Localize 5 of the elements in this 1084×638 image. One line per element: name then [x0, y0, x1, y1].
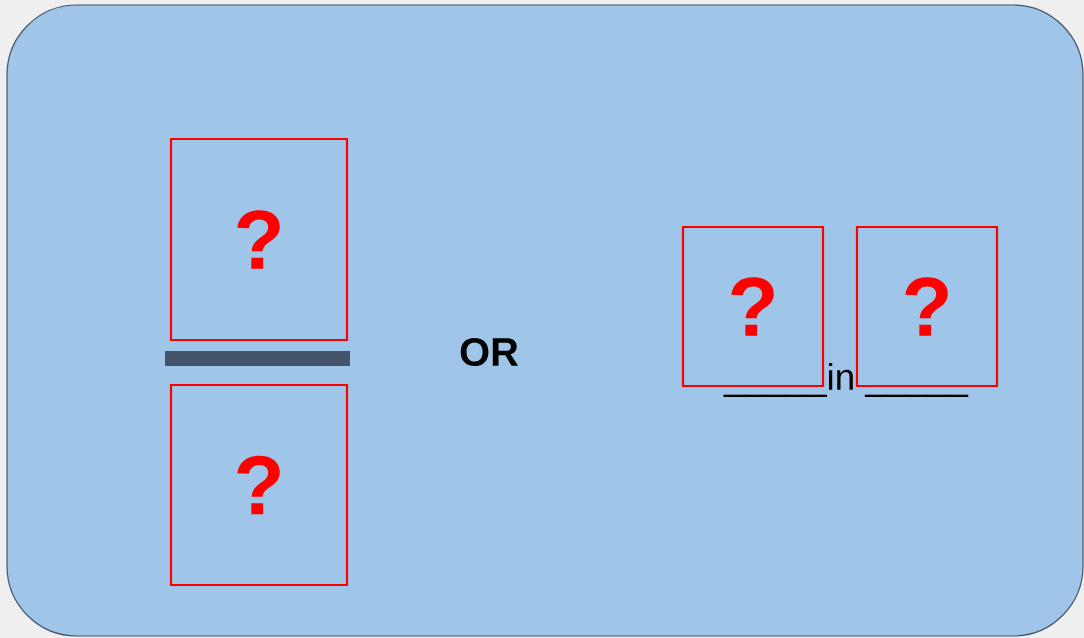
or-label: OR — [460, 337, 519, 367]
answer-box: ? — [169, 383, 349, 587]
panel-background — [6, 4, 1084, 637]
answer-box: ? — [855, 225, 999, 388]
answer-box: ? — [169, 137, 349, 342]
